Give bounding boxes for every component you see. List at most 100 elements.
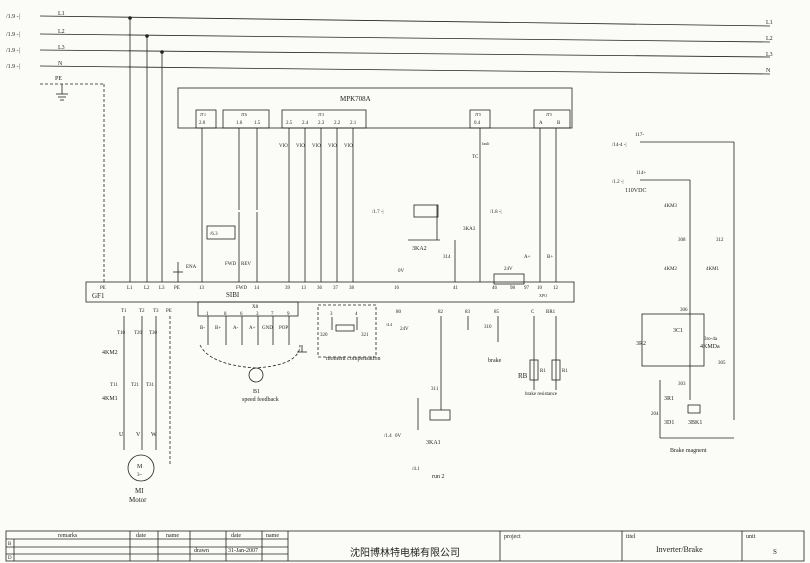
svg-text:T3: T3 (153, 309, 159, 314)
ka3-label: 3KA3 (463, 227, 476, 232)
svg-text:C: C (531, 310, 535, 315)
svg-text:drawn: drawn (194, 548, 209, 554)
svg-text:10: 10 (537, 286, 543, 291)
motor-branch: T10 T20 T30 4KM2 T11 T21 T31 4KM1 U V W … (102, 316, 171, 504)
svg-text:JT6: JT6 (241, 112, 247, 117)
motor-caption: Motor (129, 496, 147, 504)
svg-text:305: 305 (718, 361, 726, 366)
svg-text:POP: POP (279, 326, 288, 331)
svg-text:4KM2: 4KM2 (664, 267, 678, 272)
svg-text:6: 6 (240, 312, 243, 317)
svg-text:/1.4: /1.4 (384, 434, 392, 439)
mains-right-l2: L2 (766, 36, 773, 42)
svg-text:306: 306 (680, 308, 688, 313)
svg-text:/4.4: /4.4 (386, 322, 392, 327)
tb-remarks: remarks (58, 533, 78, 539)
svg-text:24V: 24V (400, 327, 409, 332)
mains-label-l1: L1 (58, 11, 65, 17)
svg-text:B: B (557, 121, 561, 126)
tc-label: TC (472, 155, 479, 160)
svg-text:2.2: 2.2 (334, 121, 341, 126)
mains-label-l2: L2 (58, 29, 65, 35)
svg-text:4KM3: 4KM3 (664, 204, 678, 209)
svg-text:321: 321 (361, 333, 369, 338)
vdc-label: 110VDC (625, 188, 646, 194)
svg-text:4KM1: 4KM1 (706, 267, 720, 272)
svg-text:name: name (266, 533, 279, 539)
svg-text:85: 85 (494, 310, 500, 315)
encoder-name: B1 (253, 389, 260, 395)
sibi-label: SIBI (226, 291, 240, 299)
svg-text:7: 7 (271, 312, 274, 317)
svg-text:312: 312 (716, 238, 724, 243)
inverter-name: GF1 (92, 292, 105, 300)
svg-text:0V: 0V (395, 434, 402, 439)
svg-text:3ro-4a: 3ro-4a (704, 337, 718, 342)
brake-resistance-label: brake resistance (525, 392, 558, 397)
svg-text:V: V (136, 432, 141, 438)
mains-lines: /1.9 -| /1.9 -| /1.9 -| /1.9 -| L1 L2 L3… (6, 11, 773, 282)
svg-text:3: 3 (330, 312, 333, 317)
svg-text:114+: 114+ (636, 171, 646, 176)
svg-text:2.4: 2.4 (302, 121, 309, 126)
svg-text:BR1: BR1 (546, 310, 556, 315)
svg-text:A+: A+ (524, 255, 531, 260)
svg-text:VIO: VIO (344, 144, 353, 149)
svg-text:1: 1 (206, 312, 209, 317)
brake-label: brake (488, 358, 502, 364)
svg-text:14: 14 (254, 286, 260, 291)
svg-text:T21: T21 (131, 383, 140, 388)
svg-text:ENA: ENA (186, 265, 197, 270)
fault-label: fault (482, 141, 490, 146)
svg-text:date: date (231, 533, 241, 539)
run2-label: run 2 (432, 474, 445, 480)
svg-text:16: 16 (394, 286, 400, 291)
svg-text:0.4: 0.4 (474, 121, 481, 126)
mains-label-n: N (58, 61, 63, 67)
svg-text:2.5: 2.5 (286, 121, 293, 126)
svg-text:U: U (119, 432, 124, 438)
svg-text:310: 310 (484, 325, 492, 330)
svg-text:M: M (137, 464, 143, 470)
svg-text:T20: T20 (134, 331, 143, 336)
svg-text:JT1: JT1 (200, 112, 206, 117)
svg-text:VIO: VIO (279, 144, 288, 149)
svg-text:98: 98 (510, 286, 516, 291)
svg-text:B-: B- (200, 326, 205, 331)
motor-name: MI (135, 487, 144, 495)
svg-text:REV: REV (241, 262, 251, 267)
svg-text:name: name (166, 533, 179, 539)
svg-text:PE: PE (100, 286, 106, 291)
svg-text:3D1: 3D1 (664, 420, 674, 426)
svg-text:36: 36 (317, 286, 323, 291)
svg-text:JT5: JT5 (475, 112, 481, 117)
svg-text:13: 13 (199, 286, 205, 291)
svg-text:2.0: 2.0 (199, 121, 206, 126)
moment-compensation-label: moment compensation (326, 356, 381, 362)
svg-text:46: 46 (492, 286, 498, 291)
svg-text:320: 320 (320, 333, 328, 338)
svg-text:date: date (136, 533, 146, 539)
svg-text:X8: X8 (252, 305, 259, 310)
km2-label: 4KM2 (102, 350, 118, 356)
svg-text:A-: A- (233, 326, 239, 331)
svg-text:B+: B+ (547, 255, 553, 260)
svg-text:83: 83 (465, 310, 471, 315)
svg-text:3R2: 3R2 (636, 341, 646, 347)
svg-text:T11: T11 (110, 383, 118, 388)
svg-text:314: 314 (443, 255, 451, 260)
svg-text:T10: T10 (117, 331, 126, 336)
svg-text:41: 41 (453, 286, 459, 291)
svg-text:12: 12 (553, 286, 559, 291)
svg-text:9: 9 (287, 312, 290, 317)
svg-text:T31: T31 (146, 383, 155, 388)
svg-text:13: 13 (301, 286, 307, 291)
tb-company: 沈阳博林特电梯有限公司 (350, 546, 460, 559)
svg-text:3~: 3~ (137, 473, 143, 478)
svg-text:/6.3: /6.3 (210, 232, 218, 237)
svg-text:T2: T2 (139, 309, 145, 314)
svg-text:VIO: VIO (296, 144, 305, 149)
svg-text:L3: L3 (159, 286, 165, 291)
svg-text:L1: L1 (127, 286, 133, 291)
svg-text:JT5: JT5 (546, 112, 552, 117)
